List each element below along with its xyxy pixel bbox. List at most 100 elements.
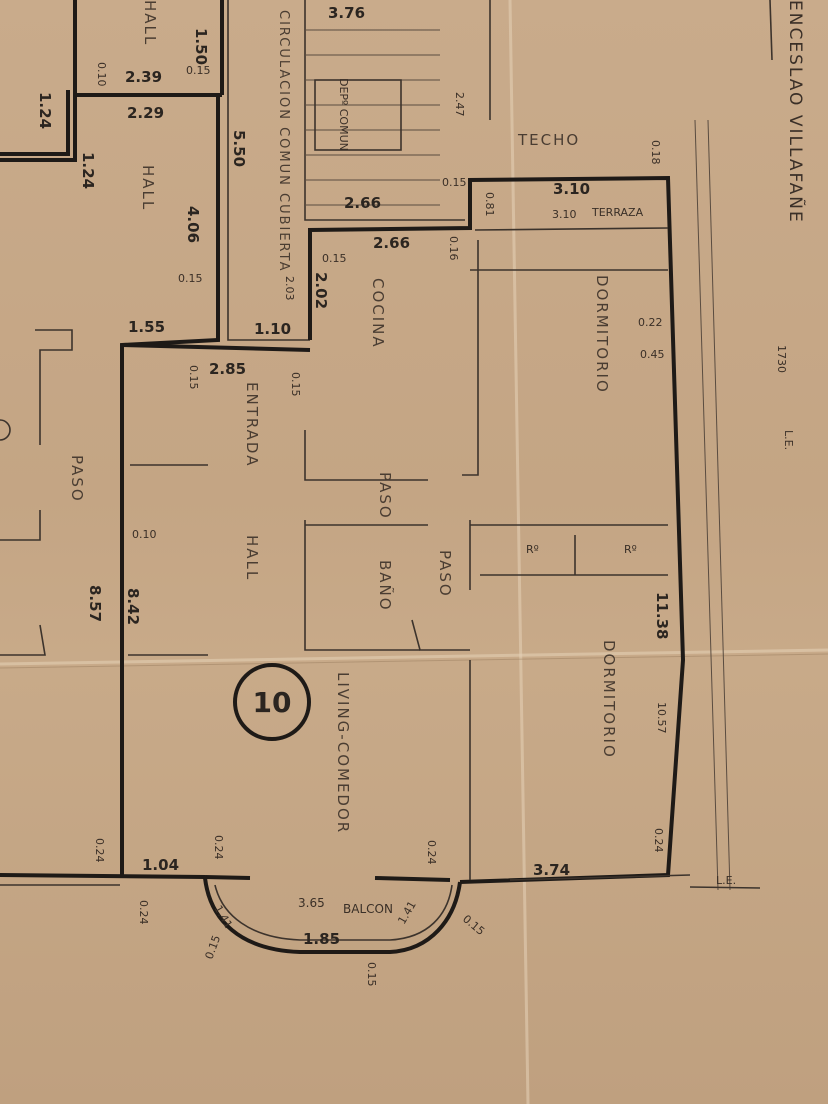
dim-0-15-h: 0.15	[203, 934, 224, 961]
dim-3-10-b: 3.10	[552, 208, 577, 221]
room-entrada: ENTRADA	[243, 382, 261, 467]
dim-2-29: 2.29	[127, 104, 164, 122]
dim-0-24-a: 0.24	[93, 838, 106, 863]
dim-3-65: 3.65	[298, 896, 325, 910]
wall-unit-right	[308, 175, 686, 884]
room-techo: TECHO	[517, 131, 580, 149]
dim-8-42: 8.42	[124, 588, 142, 625]
unit-number: 10	[253, 686, 292, 719]
balcony-inner	[214, 884, 453, 941]
dim-0-24-b: 0.24	[137, 900, 150, 925]
dim-0-24-c: 0.24	[212, 835, 225, 860]
room-balcon: BALCON	[343, 902, 393, 916]
dim-2-66-b: 2.66	[373, 234, 410, 252]
dim-0-15-f: 0.15	[442, 176, 467, 189]
dim-2-03: 2.03	[283, 276, 296, 301]
unit-number-circle	[233, 663, 311, 741]
dim-0-18: 0.18	[649, 140, 662, 165]
property-line	[694, 119, 719, 891]
dim-0-15-e: 0.15	[289, 372, 302, 397]
wall-entry-top	[121, 343, 311, 352]
dim-0-22: 0.22	[638, 316, 663, 329]
stair-box	[304, 0, 465, 221]
room-cocina: COCINA	[369, 278, 387, 349]
street-name: ENCESLAO VILLAFAÑE	[785, 0, 807, 224]
dim-0-10-b: 0.10	[132, 528, 157, 541]
terrace-line	[474, 227, 669, 231]
balcony-outer	[203, 877, 462, 954]
room-ropero-2: Rº	[624, 543, 637, 556]
facade-line-label: L.E.	[716, 874, 736, 887]
room-hall-left: HALL	[139, 165, 157, 211]
wall-facade-left	[0, 873, 206, 879]
room-living: LIVING-COMEDOR	[334, 672, 352, 834]
dim-1-41-a: 1.41	[211, 903, 235, 931]
room-hall-top: HALL	[141, 0, 159, 46]
dim-0-16: 0.16	[447, 236, 460, 261]
dim-0-15-g: 0.15	[460, 912, 487, 938]
dim-0-24-e: 0.24	[652, 828, 665, 853]
room-paso-left: PASO	[68, 455, 86, 503]
room-ropero-1: Rº	[526, 543, 539, 556]
dim-1-41-b: 1.41	[395, 899, 419, 927]
dim-1-55: 1.55	[128, 318, 165, 336]
dim-1-85: 1.85	[303, 930, 340, 948]
street-line-label: L.E.	[782, 430, 795, 450]
dim-5-50: 5.50	[230, 130, 248, 167]
dim-0-10-a: 0.10	[95, 62, 108, 87]
stair-treads	[305, 29, 440, 206]
dim-0-15-a: 0.15	[186, 64, 211, 77]
dim-1-04: 1.04	[142, 856, 179, 874]
dim-1-24-a: 1.24	[36, 92, 54, 129]
street-line	[769, 0, 773, 61]
dim-11-38: 11.38	[653, 592, 671, 639]
dim-0-81: 0.81	[483, 192, 496, 217]
room-bano: BAÑO	[376, 560, 395, 612]
wall-facade-mid-left	[204, 875, 251, 880]
dim-0-15-b: 0.15	[178, 272, 203, 285]
dim-0-15-c: 0.15	[322, 252, 347, 265]
room-dep-comun: DEPº COMUN	[337, 78, 350, 151]
wall-facade-mid	[374, 876, 451, 882]
paper-fold-horizontal	[0, 648, 828, 666]
dim-2-39: 2.39	[125, 68, 162, 86]
dim-1-50: 1.50	[192, 28, 210, 65]
dim-0-24-d: 0.24	[425, 840, 438, 865]
wall-left-upper	[0, 93, 222, 162]
wall-left-upper-inner	[0, 90, 70, 156]
room-terraza: TERRAZA	[591, 206, 644, 219]
dim-2-66-a: 2.66	[344, 194, 381, 212]
dim-10-57: 10.57	[655, 702, 668, 734]
dim-3-74: 3.74	[533, 861, 570, 879]
room-paso-center: PASO	[376, 472, 394, 520]
circulation-wall	[227, 0, 310, 341]
dim-2-47: 2.47	[453, 92, 466, 117]
room-paso-right: PASO	[436, 550, 454, 598]
facade-line-right	[509, 874, 691, 881]
paper-crease	[0, 653, 828, 669]
room-hall-entry: HALL	[243, 535, 261, 581]
dep-comun-box	[314, 79, 402, 151]
dim-1-10: 1.10	[254, 320, 291, 338]
dim-0-45: 0.45	[640, 348, 665, 361]
dim-1-24-b: 1.24	[79, 152, 97, 189]
dim-3-76: 3.76	[328, 4, 365, 22]
room-circulacion: CIRCULACION COMUN CUBIERTA	[276, 10, 291, 272]
paper-fold-vertical	[508, 0, 530, 1104]
dim-2-85: 2.85	[209, 360, 246, 378]
circle-mark-left	[0, 419, 11, 441]
interior-partitions	[0, 0, 668, 880]
dim-3-10-a: 3.10	[553, 180, 590, 198]
room-dormitorio-2: DORMITORIO	[600, 640, 618, 759]
le-line	[689, 886, 761, 889]
dim-0-15-d: 0.15	[187, 365, 200, 390]
property-line-2	[707, 119, 731, 891]
wall-main-left	[120, 95, 220, 875]
dim-0-15-i: 0.15	[365, 962, 378, 987]
room-dormitorio-1: DORMITORIO	[593, 275, 611, 394]
street-number: 1730	[775, 345, 788, 373]
dim-4-06: 4.06	[184, 206, 202, 243]
dim-2-02: 2.02	[312, 272, 330, 309]
